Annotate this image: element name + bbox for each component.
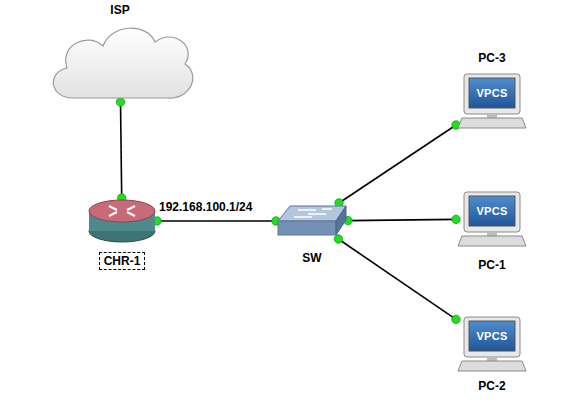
interface-address: 192.168.100.1/24 <box>158 200 253 214</box>
switch-label: SW <box>302 251 321 265</box>
pc-label: PC-3 <box>478 51 505 65</box>
network-link <box>157 220 276 222</box>
network-link <box>338 239 456 319</box>
link-status-dot <box>452 215 460 223</box>
cloud-symbol <box>45 22 195 102</box>
link-status-dot <box>116 98 124 106</box>
network-link <box>339 125 456 203</box>
cloud-outline <box>53 28 192 98</box>
router-symbol <box>87 198 157 244</box>
pc-node: VPCSPC-1 <box>456 190 528 248</box>
pc-symbol <box>456 72 528 130</box>
switch-node: SW <box>276 203 348 239</box>
link-status-dot <box>334 235 342 243</box>
network-link <box>121 102 122 198</box>
router-node: CHR-1 <box>87 198 157 244</box>
pc-node: VPCSPC-3 <box>456 72 528 130</box>
screen-text: VPCS <box>476 329 507 343</box>
screen-text: VPCS <box>476 86 507 100</box>
cloud-node: ISP <box>45 22 195 102</box>
pc-symbol <box>456 315 528 373</box>
pc-symbol <box>456 190 528 248</box>
network-link <box>348 219 456 220</box>
pc-node: VPCSPC-2 <box>456 315 528 373</box>
switch-symbol <box>276 203 348 239</box>
pc-label: PC-2 <box>478 379 505 393</box>
screen-text: VPCS <box>476 204 507 218</box>
pc-label: PC-1 <box>478 258 505 272</box>
cloud-label: ISP <box>110 3 129 17</box>
router-label: CHR-1 <box>99 252 146 270</box>
link-status-dot <box>452 315 460 323</box>
